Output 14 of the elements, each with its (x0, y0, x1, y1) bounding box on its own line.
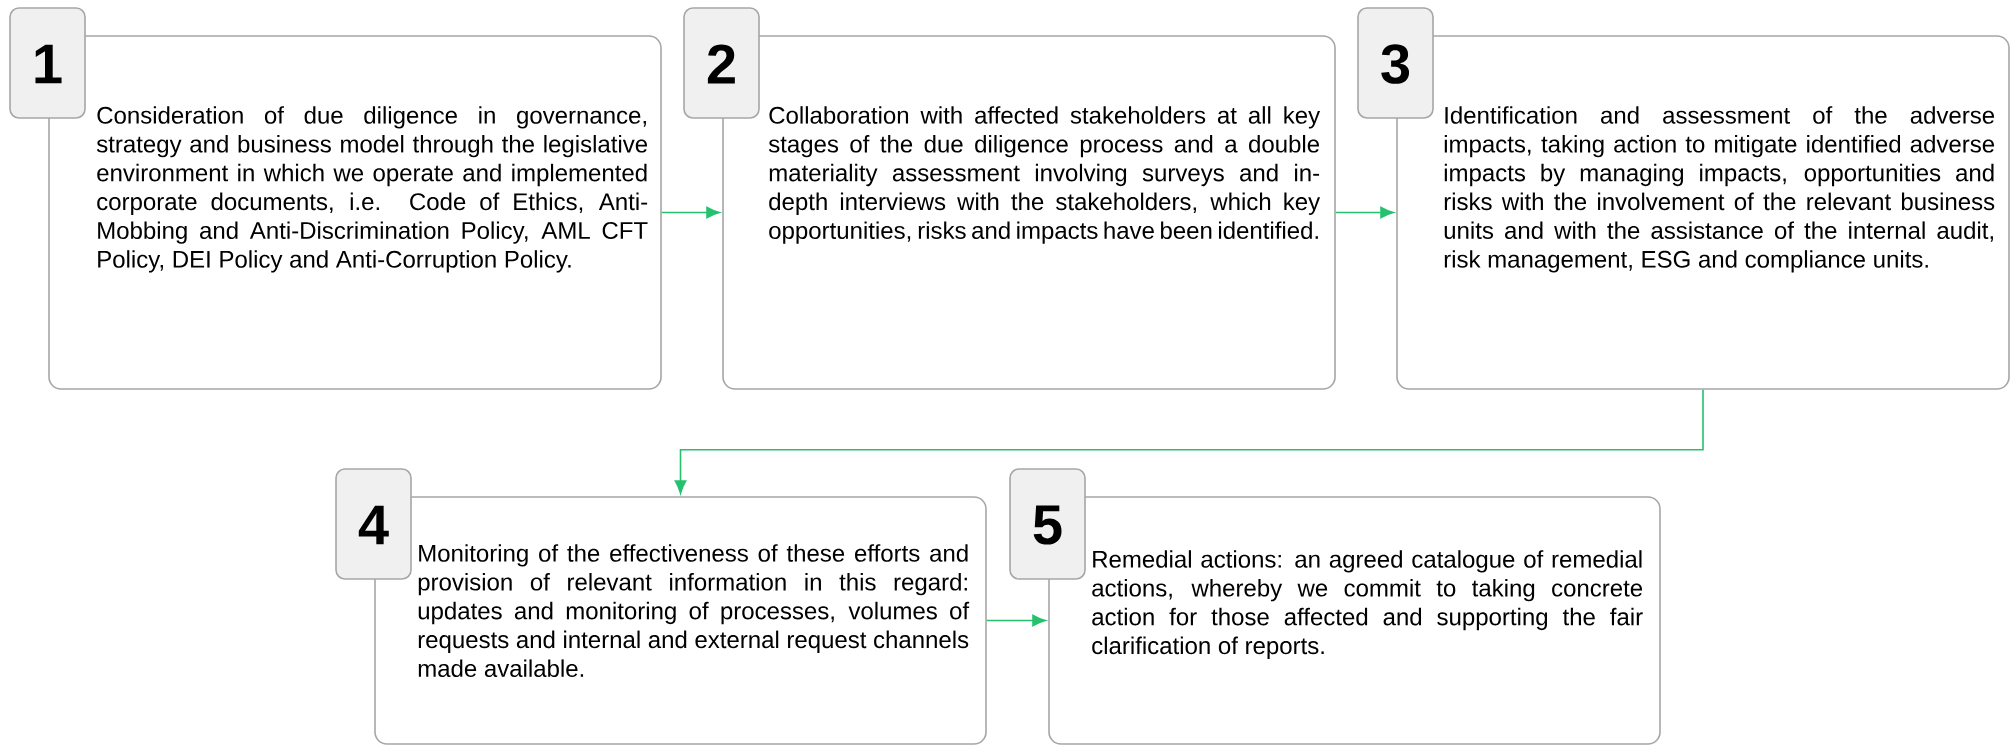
step-description: Identification and assessment of the adverse impacts, taking action to mitigate identified adverse impacts by managing impacts, opportunities and risks with the involvement of the relevant business units and with the assistance of the internal audit, risk management, ESG and compliance units. (1444, 106, 1995, 273)
step-description: Remedial actions: an agreed catalogue of remedial actions, whereby we commit to taking concrete action for those affected and supporting the fair clarification of reports. (1092, 550, 1643, 659)
number-tab: 5 (1009, 468, 1086, 580)
arrow (674, 389, 1704, 494)
number-tab: 4 (335, 468, 412, 580)
step-description: Monitoring of the effectiveness of these efforts and provision of relevant information in this regard: updates and monitoring of processes, volumes of requests and internal and external request channels made available. (418, 544, 970, 677)
arrow (986, 614, 1046, 627)
number-tab: 2 (683, 7, 760, 119)
arrow (661, 206, 720, 219)
step-description: Consideration of due diligence in governance, strategy and business model through the legislative environment in which we operate and implemented corporate documents, i.e. Code of Ethics, Anti-Mobbing and Anti-Discrimination Policy, AML CFT Policy, DEI Policy and Anti-Corruption Policy. (96, 106, 648, 273)
number-tab: 3 (1357, 7, 1434, 119)
step-description: Collaboration with affected stakeholders at all key stages of the due diligence process and a double materiality assessment involving surveys and in-depth interviews with the stakeholders, which key opportunities, risks and impacts have been identified. (768, 106, 1321, 244)
number-tab: 1 (9, 7, 86, 119)
arrow (1335, 206, 1394, 219)
